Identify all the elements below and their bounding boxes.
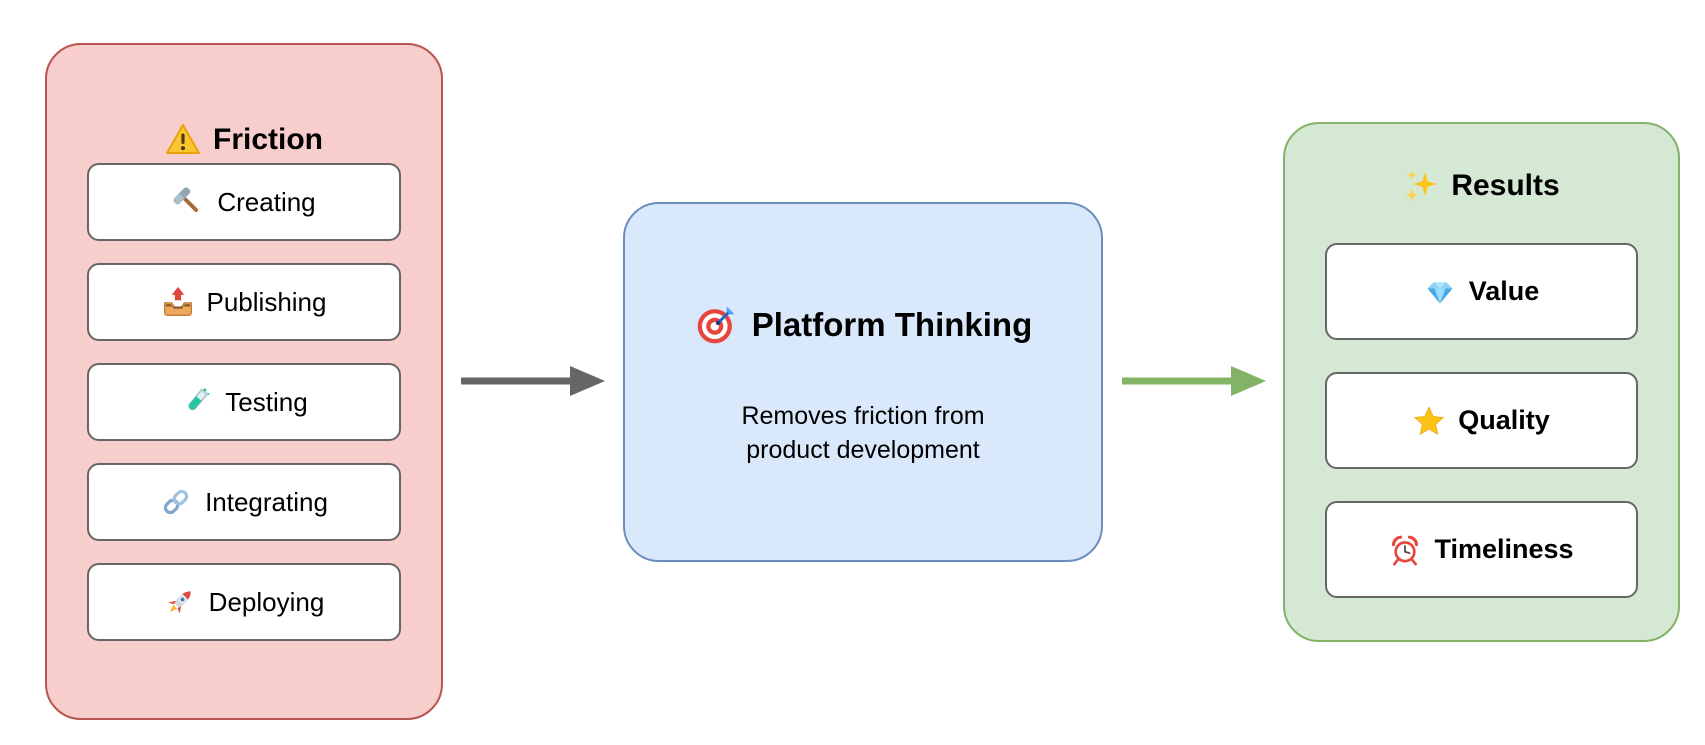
item-label: Creating xyxy=(217,186,316,217)
friction-title: Friction xyxy=(47,122,441,158)
results-title-label: Results xyxy=(1451,169,1560,202)
results-title: Results xyxy=(1285,168,1678,204)
outbox-icon xyxy=(162,286,194,318)
arrow-friction-to-platform xyxy=(461,366,605,396)
friction-item-integrating: Integrating xyxy=(87,463,401,541)
gem-icon xyxy=(1424,276,1456,308)
alarm-clock-icon xyxy=(1389,534,1421,566)
test-tube-icon xyxy=(180,386,212,418)
friction-item-creating: Creating xyxy=(87,163,401,241)
arrow-platform-to-results xyxy=(1122,366,1266,396)
results-item-quality: Quality xyxy=(1325,372,1638,469)
platform-title: Platform Thinking xyxy=(625,303,1101,347)
target-icon xyxy=(694,303,738,347)
platform-subtitle-text: Removes friction from product developmen… xyxy=(741,402,985,464)
results-item-timeliness: Timeliness xyxy=(1325,501,1638,598)
item-label: Quality xyxy=(1458,405,1550,435)
rocket-icon xyxy=(164,586,196,618)
results-item-list: Value Quality Timeliness xyxy=(1325,243,1638,598)
friction-item-testing: Testing xyxy=(87,363,401,441)
hammer-icon xyxy=(172,186,204,218)
item-label: Publishing xyxy=(206,286,327,317)
friction-box: Friction Creating Publishing Testing Int… xyxy=(45,43,443,720)
item-label: Timeliness xyxy=(1434,534,1574,564)
platform-subtitle: Removes friction from product developmen… xyxy=(625,400,1101,468)
item-label: Deploying xyxy=(208,586,325,617)
sparkles-icon xyxy=(1403,168,1439,204)
platform-title-label: Platform Thinking xyxy=(751,306,1033,343)
results-item-value: Value xyxy=(1325,243,1638,340)
friction-item-deploying: Deploying xyxy=(87,563,401,641)
item-label: Integrating xyxy=(205,486,328,517)
friction-title-label: Friction xyxy=(213,123,323,156)
friction-item-list: Creating Publishing Testing Integrating … xyxy=(87,163,401,641)
results-box: Results Value Quality Timeliness xyxy=(1283,122,1680,642)
item-label: Value xyxy=(1468,276,1540,306)
warning-icon xyxy=(165,122,201,158)
link-icon xyxy=(160,486,192,518)
friction-item-publishing: Publishing xyxy=(87,263,401,341)
platform-thinking-box: Platform Thinking Removes friction from … xyxy=(623,202,1103,562)
star-icon xyxy=(1413,405,1445,437)
item-label: Testing xyxy=(225,386,308,417)
